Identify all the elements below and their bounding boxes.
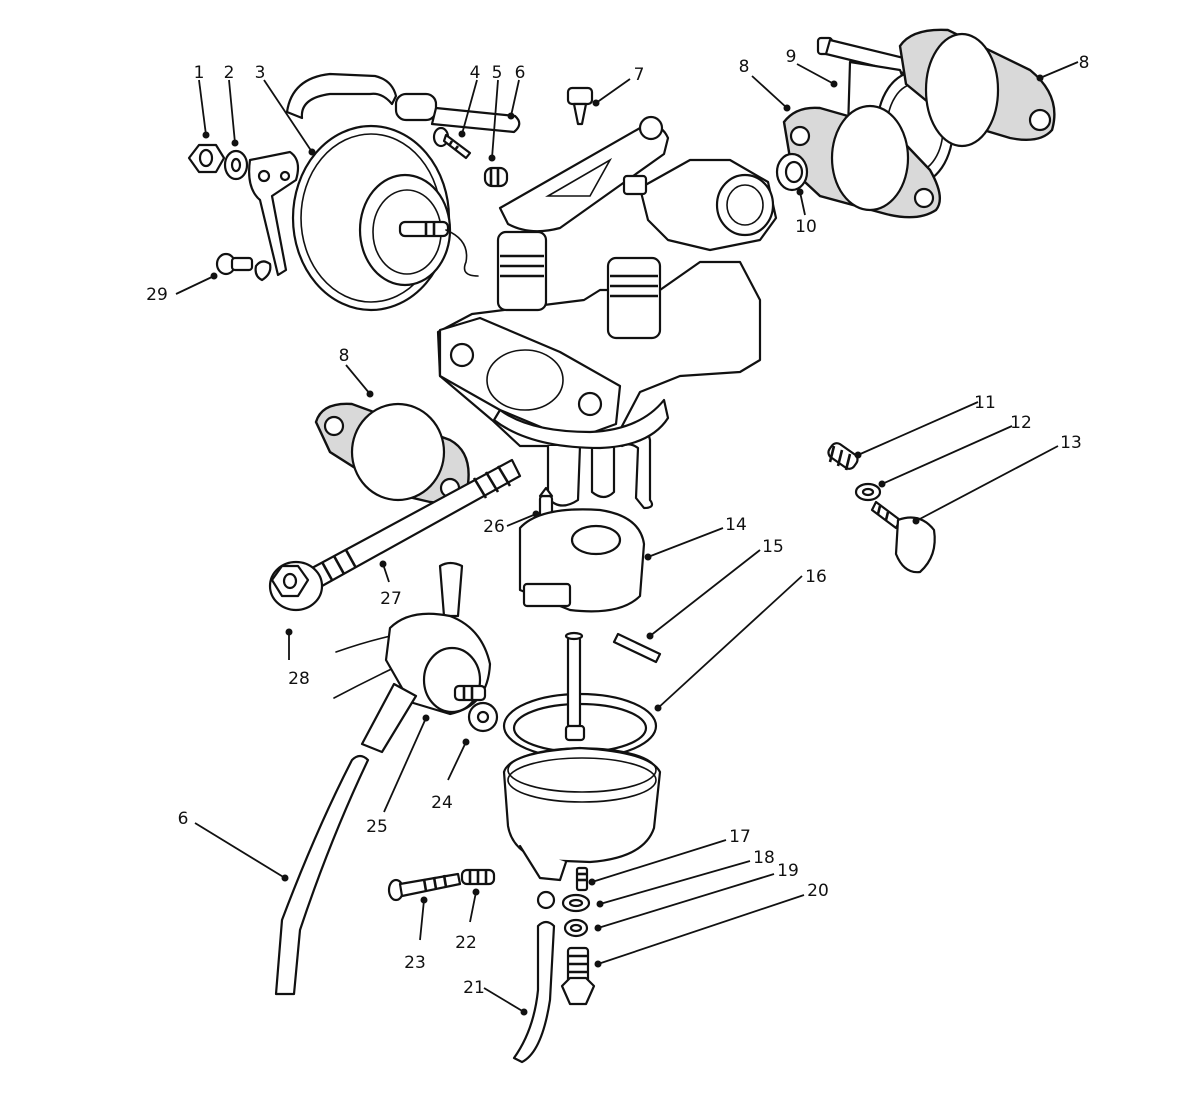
callout-5: 5 [492, 63, 503, 83]
part-4-screw [432, 126, 472, 160]
part-3-diaphragm-cover [291, 124, 479, 312]
part-6-fuel-tube [274, 754, 370, 996]
callout-18: 18 [753, 848, 775, 868]
part-8-gasket-left [314, 402, 470, 504]
part-14-float [518, 508, 646, 613]
part-1-hex-nut [187, 143, 226, 174]
part-vent-tube [285, 72, 438, 122]
callout-2: 2 [224, 63, 235, 83]
callout-9: 9 [786, 47, 797, 67]
callout-16: 16 [805, 567, 827, 587]
callout-29: 29 [146, 285, 168, 305]
callout-6-lower: 6 [178, 809, 189, 829]
callout-19: 19 [777, 861, 799, 881]
part-8-gasket-rear [898, 28, 1056, 148]
part-6-pin [430, 106, 521, 134]
callout-24: 24 [431, 793, 453, 813]
callout-3: 3 [255, 63, 266, 83]
part-5-spring [483, 166, 509, 188]
part-21-tube [512, 920, 556, 1064]
part-20-drain-plug [560, 946, 596, 1006]
part-23-screw [387, 872, 462, 902]
callout-1: 1 [194, 63, 205, 83]
part-2-lock-washer [223, 149, 249, 181]
callout-6-top: 6 [515, 63, 526, 83]
callout-12: 12 [1010, 413, 1032, 433]
callout-11: 11 [974, 393, 996, 413]
part-29-screw [215, 252, 272, 282]
callout-labels: 1 2 3 4 5 6 7 8 9 8 10 29 8 11 12 13 26 … [146, 47, 1089, 998]
part-25-solenoid [333, 561, 492, 754]
part-17-jet [575, 866, 589, 892]
part-19-washer [563, 918, 589, 938]
callout-21: 21 [463, 978, 485, 998]
part-bracket [248, 150, 300, 277]
callout-8-upper-left: 8 [739, 57, 750, 77]
callout-8-left: 8 [339, 346, 350, 366]
callout-8-upper-right: 8 [1079, 53, 1090, 73]
part-22-spring [460, 868, 496, 886]
callout-26: 26 [483, 517, 505, 537]
part-carburetor-body [436, 115, 778, 510]
part-13-mixture-screw [870, 500, 936, 574]
callout-17: 17 [729, 827, 751, 847]
callout-27: 27 [380, 589, 402, 609]
callout-22: 22 [455, 933, 477, 953]
callout-28: 28 [288, 669, 310, 689]
part-24-plunger [453, 684, 499, 733]
part-18-washer [561, 893, 591, 913]
callout-14: 14 [725, 515, 747, 535]
part-8-gasket-front [782, 104, 942, 219]
part-7-screw [566, 86, 594, 126]
callout-25: 25 [366, 817, 388, 837]
part-12-washer [854, 482, 882, 502]
part-float-bowl [502, 631, 662, 910]
part-15-pin [612, 632, 662, 664]
callout-4: 4 [470, 63, 481, 83]
callout-20: 20 [807, 881, 829, 901]
part-28-nut [268, 560, 324, 612]
callout-10: 10 [795, 217, 817, 237]
callout-23: 23 [404, 953, 426, 973]
callout-15: 15 [762, 537, 784, 557]
part-10-bushing [775, 152, 809, 192]
leader-lines [175, 61, 1079, 1016]
callout-7: 7 [634, 65, 645, 85]
part-11-spring [827, 442, 859, 471]
callout-13: 13 [1060, 433, 1082, 453]
